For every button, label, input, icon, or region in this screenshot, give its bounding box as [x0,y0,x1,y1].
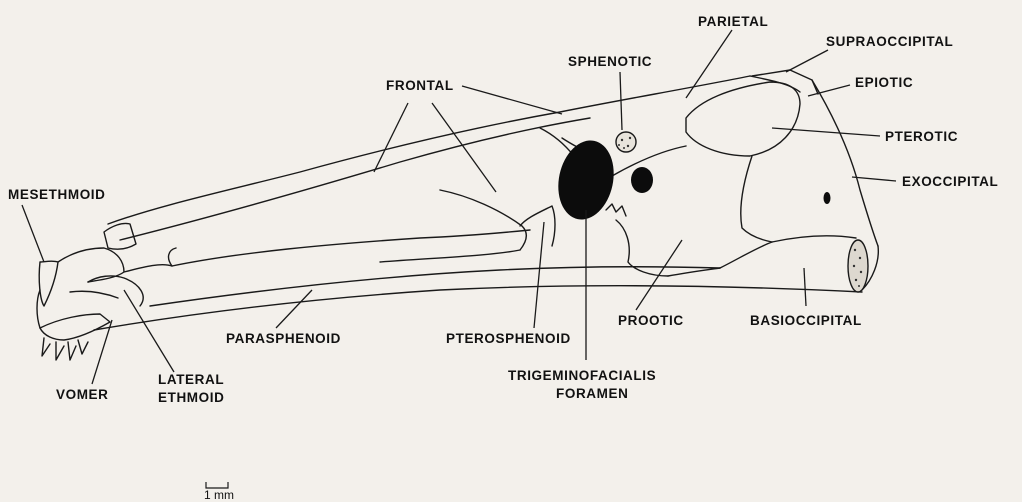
sphenotic-bone [616,132,636,152]
label-parasphenoid: PARASPHENOID [226,331,341,346]
prootic-foramen [631,167,653,193]
label-lateral-ethmoid-line2: ETHMOID [158,390,224,405]
label-prootic: PROOTIC [618,313,684,328]
label-trigeminofacialis-line2: FORAMEN [556,386,628,401]
basioccipital-condyle [848,240,868,292]
scale-bar: 1 mm [204,482,234,502]
label-basioccipital: BASIOCCIPITAL [750,313,862,328]
label-mesethmoid: MESETHMOID [8,187,106,202]
label-exoccipital: EXOCCIPITAL [902,174,998,189]
label-trigeminofacialis-line1: TRIGEMINOFACIALIS [508,368,656,383]
label-sphenotic: SPHENOTIC [568,54,652,69]
label-pterotic: PTEROTIC [885,129,958,144]
label-parietal: PARIETAL [698,14,768,29]
label-vomer: VOMER [56,387,109,402]
exoccipital-foramen [824,192,831,204]
label-frontal: FRONTAL [386,78,454,93]
scale-bar-label: 1 mm [204,488,234,502]
label-supraoccipital: SUPRAOCCIPITAL [826,34,953,49]
label-pterosphenoid: PTEROSPHENOID [446,331,571,346]
label-epiotic: EPIOTIC [855,75,913,90]
label-lateral-ethmoid-line1: LATERAL [158,372,224,387]
